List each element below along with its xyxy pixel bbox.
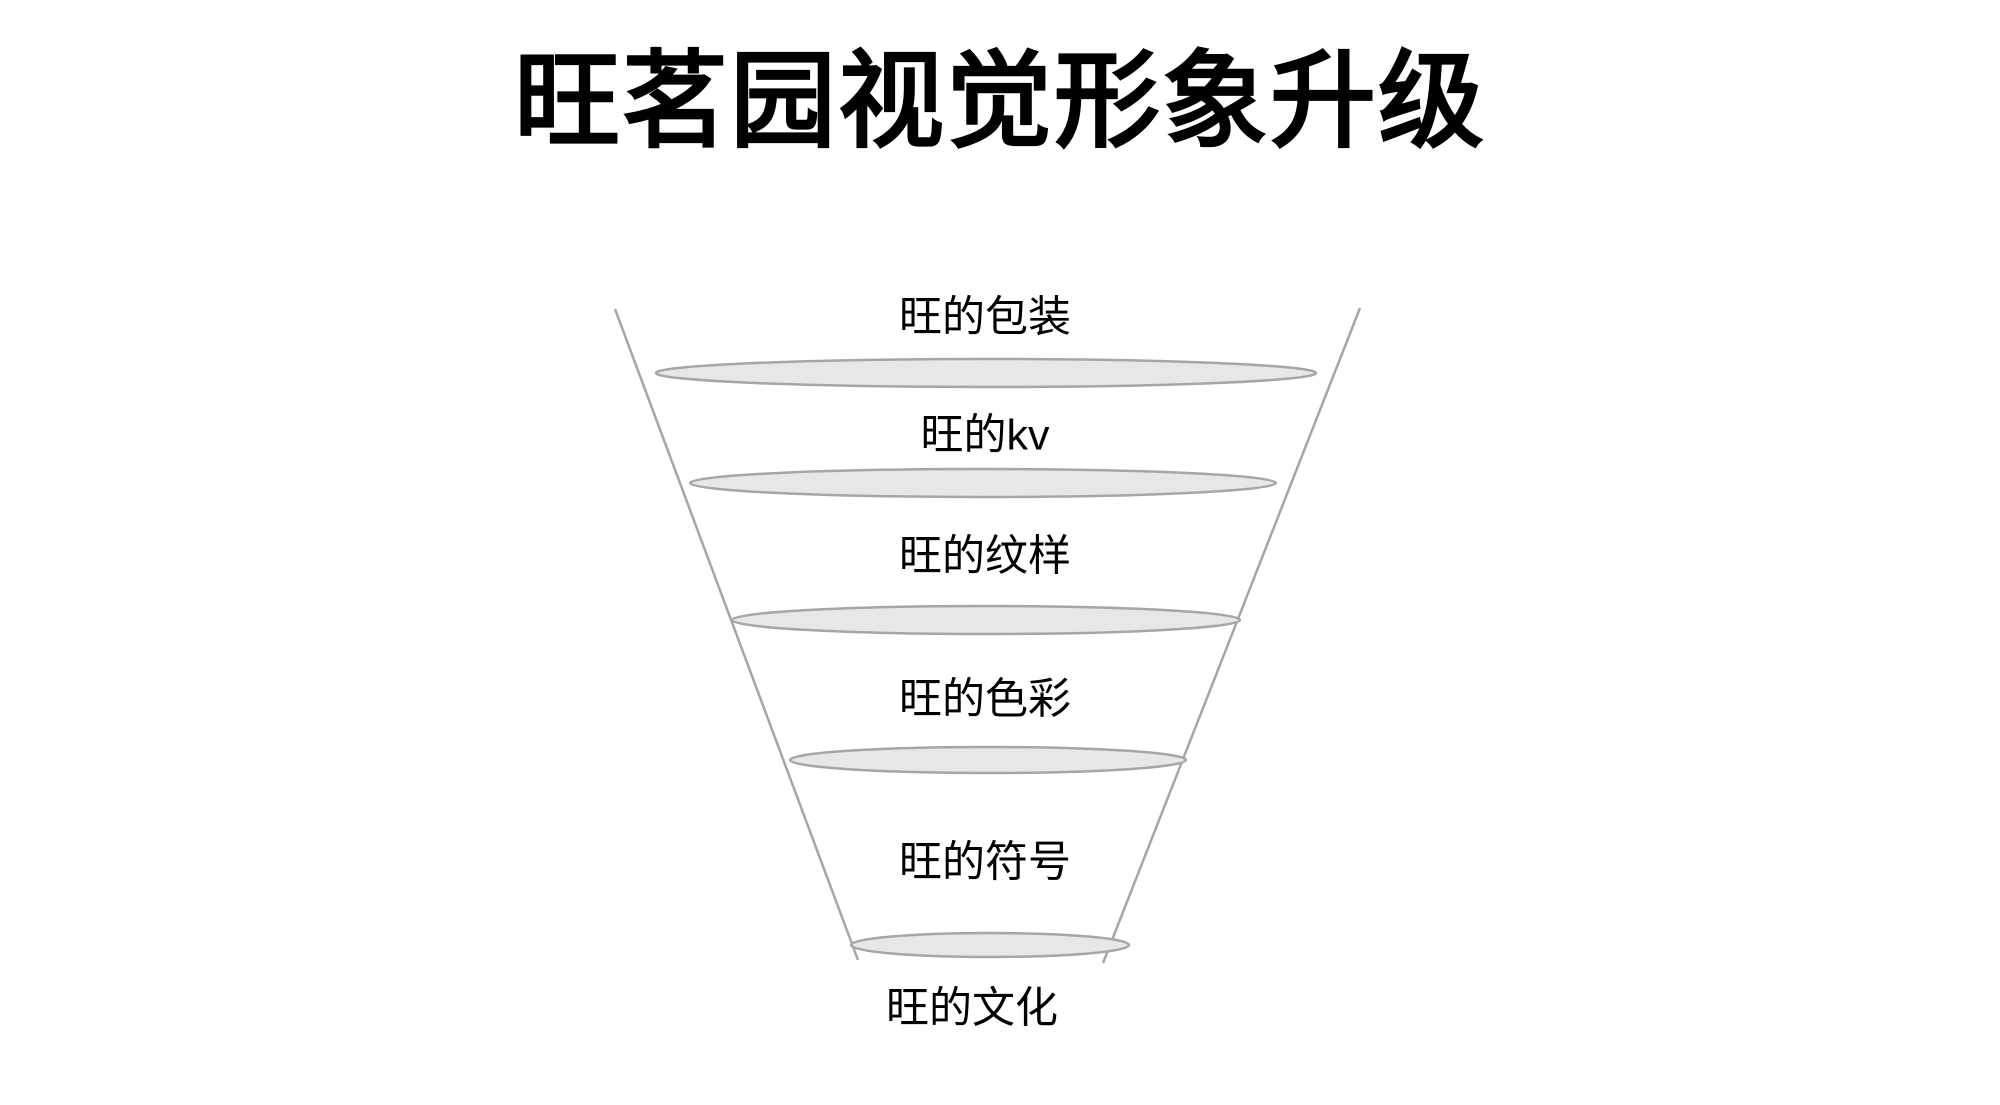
funnel-ellipse xyxy=(688,467,1278,499)
funnel-ellipse xyxy=(654,357,1318,389)
funnel-level-label-culture: 旺的文化 xyxy=(886,984,1058,1033)
funnel-ellipse xyxy=(788,745,1188,775)
funnel-side-line xyxy=(613,308,860,961)
funnel-ellipse xyxy=(849,931,1131,959)
funnel-level-label-symbol: 旺的符号 xyxy=(899,838,1071,887)
page-title: 旺茗园视觉形象升级 xyxy=(514,43,1486,161)
funnel-ellipse xyxy=(730,604,1242,636)
funnel-side-line xyxy=(1101,307,1362,964)
funnel-level-label-packaging: 旺的包装 xyxy=(899,293,1071,342)
funnel-level-label-kv: 旺的kv xyxy=(920,411,1050,460)
funnel-level-label-color: 旺的色彩 xyxy=(899,675,1071,724)
funnel-level-label-pattern: 旺的纹样 xyxy=(899,532,1071,581)
